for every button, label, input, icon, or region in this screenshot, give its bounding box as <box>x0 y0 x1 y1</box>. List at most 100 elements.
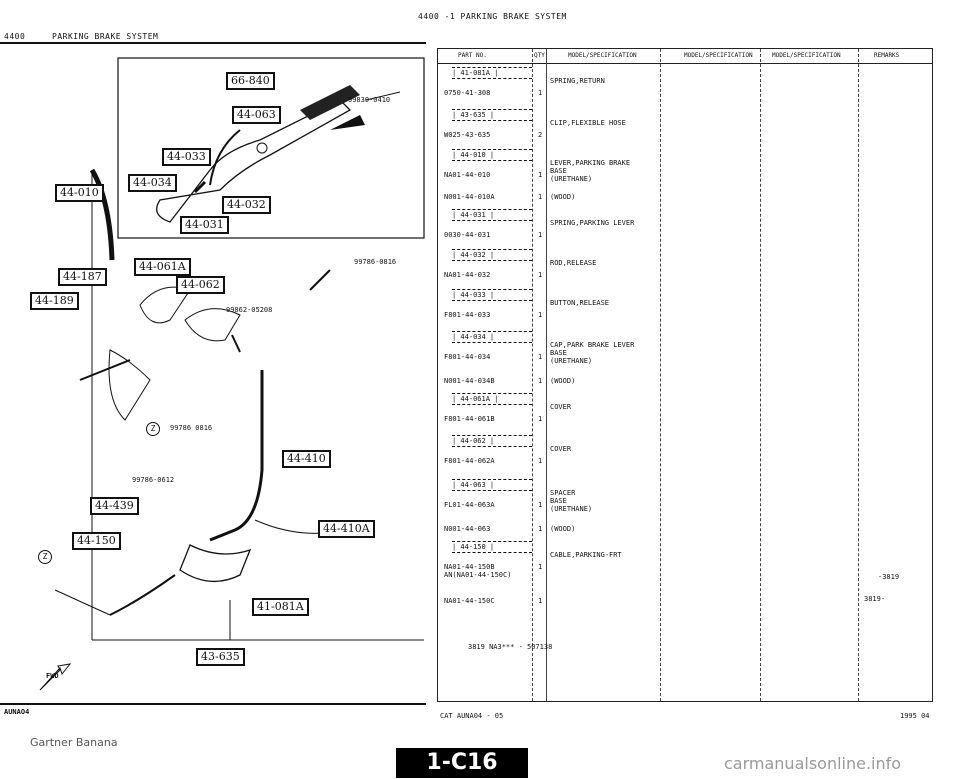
adjust-rod <box>79 359 131 381</box>
ref-box: | 44-150 | <box>452 541 532 553</box>
description: CABLE,PARKING-FRT <box>550 551 622 559</box>
callout-44-187: 44-187 <box>58 268 107 286</box>
part-number: F801-44-033 <box>444 311 491 319</box>
part-number: F801-44-062A <box>444 457 495 465</box>
quantity: 1 <box>538 501 543 509</box>
callout-44-034: 44-034 <box>128 174 177 192</box>
callout-44-410A: 44-410A <box>318 520 375 538</box>
equalizer <box>179 544 252 583</box>
ref-box: | 44-034 | <box>452 331 532 343</box>
cable-rear <box>109 574 176 616</box>
ref-box: | 43-635 | <box>452 109 532 121</box>
screw-99862 <box>231 334 241 353</box>
quantity: 1 <box>538 377 543 385</box>
callout-44-032: 44-032 <box>222 196 271 214</box>
ref-box: | 44-031 | <box>452 209 532 221</box>
callout-44-150: 44-150 <box>72 532 121 550</box>
description: (WOOD) <box>550 377 576 385</box>
quantity: 1 <box>538 563 543 571</box>
circle-mark-z1: Z <box>146 422 160 436</box>
section-number: 4400 <box>4 32 26 41</box>
lever-body <box>156 99 352 223</box>
inset-frame <box>117 57 425 239</box>
partno-99786-0816-a: 99786-0816 <box>354 258 397 266</box>
col-divider <box>858 49 859 701</box>
cover-061A <box>139 286 191 324</box>
screw-99786-a <box>309 269 331 291</box>
quantity: 1 <box>538 415 543 423</box>
bolt-part <box>330 115 365 130</box>
col-divider <box>760 49 761 701</box>
description: CLIP,FLEXIBLE HOSE <box>550 119 626 127</box>
part-number: 0750-41-308 <box>444 89 491 97</box>
ref-box: | 41-081A | <box>452 67 532 79</box>
footer-rule-left <box>0 703 426 705</box>
page-top-header: 4400 -1 PARKING BRAKE SYSTEM <box>418 12 567 21</box>
circle-mark-z2: Z <box>38 550 52 564</box>
table-footnote: 3819 NA3*** - 507138 <box>468 643 553 651</box>
watermark-left: Gartner Banana <box>30 736 118 749</box>
quantity: 1 <box>538 311 543 319</box>
lever-base-mech <box>108 349 151 421</box>
leader-99830 <box>365 91 401 101</box>
part-number: W025-43-635 <box>444 131 491 139</box>
part-number: NA01-44-150B AN(NA01-44-150C) <box>444 563 512 579</box>
ref-box: | 44-010 | <box>452 149 532 161</box>
quantity: 1 <box>538 525 543 533</box>
description: BUTTON,RELEASE <box>550 299 610 307</box>
partno-99830-0410: 99830-0410 <box>348 96 391 104</box>
header-rule <box>0 42 426 44</box>
quantity: 2 <box>538 131 543 139</box>
part-number: NA01-44-032 <box>444 271 491 279</box>
footer-date: 1995 04 <box>900 712 930 720</box>
fwd-arrow <box>39 663 72 691</box>
col-divider <box>546 49 547 701</box>
quantity: 1 <box>538 271 543 279</box>
quantity: 1 <box>538 89 543 97</box>
description: ROD,RELEASE <box>550 259 597 267</box>
fwd-label: FWD <box>46 672 59 680</box>
part-number: N001-44-034B <box>444 377 495 385</box>
lever-arc <box>89 168 115 261</box>
description: SPRING,PARKING LEVER <box>550 219 635 227</box>
lever-handle <box>300 85 360 120</box>
partno-99786-0816-b: 99786 0816 <box>170 424 213 432</box>
ref-box: | 44-032 | <box>452 249 532 261</box>
section-title: PARKING BRAKE SYSTEM <box>52 32 159 41</box>
callout-44-033: 44-033 <box>162 148 211 166</box>
cable-front <box>209 370 264 542</box>
description: SPRING,RETURN <box>550 77 605 85</box>
quantity: 1 <box>538 353 543 361</box>
parts-table: PART NO. QTY MODEL/SPECIFICATION MODEL/S… <box>437 48 933 702</box>
description: SPACER BASE (URETHANE) <box>550 489 593 513</box>
release-rod <box>209 129 241 186</box>
col-model-1: MODEL/SPECIFICATION <box>568 52 637 59</box>
description: LEVER,PARKING BRAKE BASE (URETHANE) <box>550 159 631 183</box>
col-model-3: MODEL/SPECIFICATION <box>772 52 841 59</box>
col-partno: PART NO. <box>458 52 487 59</box>
callout-41-081A: 41-081A <box>252 598 309 616</box>
remark-1: -3819 <box>878 573 900 581</box>
description: COVER <box>550 445 572 453</box>
quantity: 1 <box>538 597 543 605</box>
col-model-2: MODEL/SPECIFICATION <box>684 52 753 59</box>
ref-box: | 44-062 | <box>452 435 532 447</box>
col-divider <box>532 49 533 701</box>
part-number: F801-44-061B <box>444 415 495 423</box>
quantity: 1 <box>538 193 543 201</box>
callout-43-635: 43-635 <box>196 648 245 666</box>
cover-062 <box>184 308 241 342</box>
description: CAP,PARK BRAKE LEVER BASE (URETHANE) <box>550 341 635 365</box>
callout-66-840: 66-840 <box>226 72 275 90</box>
quantity: 1 <box>538 457 543 465</box>
callout-44-063: 44-063 <box>232 106 281 124</box>
cable-end <box>54 589 111 616</box>
ref-box: | 44-061A | <box>452 393 532 405</box>
partno-99786-0612: 99786-0612 <box>132 476 175 484</box>
col-qty: QTY <box>534 52 545 59</box>
footer-left-code: AUNAO4 <box>4 708 30 716</box>
spacer-part <box>256 142 268 154</box>
part-number: NA01-44-150C <box>444 597 495 605</box>
description: (WOOD) <box>550 193 576 201</box>
footer-catalog: CAT AUNA04 - 05 <box>440 712 504 720</box>
